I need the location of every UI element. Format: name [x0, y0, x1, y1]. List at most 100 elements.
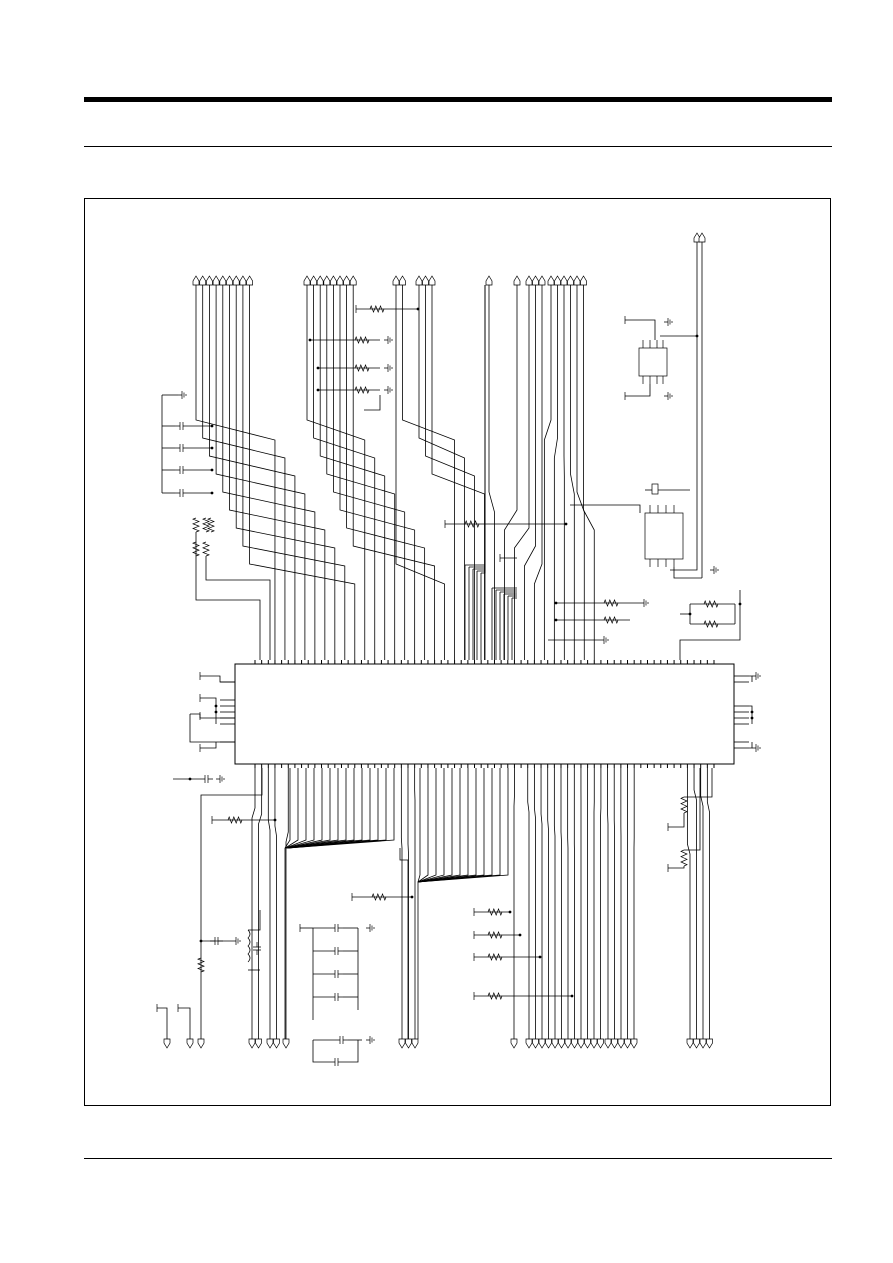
header-rule-thick — [84, 97, 832, 102]
wire — [258, 768, 263, 1039]
connector — [538, 1038, 546, 1049]
wire — [543, 285, 552, 660]
capacitor — [200, 775, 213, 783]
wire — [547, 768, 549, 1039]
junction-dot — [214, 710, 218, 714]
resistor — [603, 616, 619, 624]
resistor — [192, 517, 200, 533]
wire — [553, 768, 556, 1039]
wire — [417, 768, 429, 883]
wire — [686, 768, 691, 1039]
junction-dot — [688, 612, 692, 616]
connector — [255, 1038, 262, 1049]
connector — [597, 1038, 604, 1049]
connector — [303, 275, 311, 286]
wire — [242, 285, 346, 660]
wire — [417, 768, 469, 883]
wire — [286, 768, 323, 849]
wire — [287, 768, 363, 849]
capacitor — [330, 993, 343, 1001]
resistor — [192, 541, 200, 557]
wires — [157, 242, 753, 1063]
connector — [232, 275, 240, 286]
wire — [312, 1040, 330, 1063]
ground-symbol — [752, 744, 761, 752]
connector — [560, 275, 568, 286]
wire — [706, 768, 710, 1039]
capacitor — [253, 942, 261, 955]
connector — [698, 232, 706, 243]
wire — [313, 285, 376, 660]
connector — [219, 275, 227, 286]
wire — [749, 742, 753, 749]
junction-dot — [210, 468, 214, 472]
capacitor — [210, 937, 223, 945]
wire — [477, 285, 486, 572]
crystal — [651, 483, 659, 495]
wire — [285, 768, 307, 849]
connector — [525, 1038, 533, 1049]
resistor — [354, 364, 370, 372]
wire — [418, 285, 465, 660]
wire — [200, 697, 217, 724]
wire — [285, 768, 289, 1039]
wire — [533, 768, 536, 1039]
ground-symbol — [752, 672, 761, 680]
resistor — [369, 305, 385, 313]
wire — [749, 675, 753, 682]
wire — [749, 705, 753, 724]
footer-rule — [84, 1158, 832, 1159]
ground-symbol — [384, 336, 393, 344]
wire — [284, 768, 291, 849]
junction-dot — [210, 491, 214, 495]
wire — [417, 768, 509, 883]
wire — [576, 285, 585, 660]
resistor — [371, 893, 387, 901]
resistor — [680, 796, 688, 814]
wire — [285, 768, 299, 849]
capacitor — [175, 466, 188, 474]
resistor — [487, 908, 503, 916]
connector — [246, 275, 253, 286]
wire — [157, 1007, 168, 1039]
junction-dot — [316, 366, 320, 370]
wire — [402, 285, 455, 660]
wire — [684, 768, 701, 851]
connector — [617, 1038, 625, 1049]
ground-symbol — [664, 318, 673, 326]
connector — [590, 1038, 598, 1049]
wire — [190, 713, 235, 719]
wire — [417, 768, 445, 883]
connector — [405, 1038, 412, 1049]
connector — [580, 275, 587, 286]
wire — [527, 768, 530, 1039]
connector — [415, 275, 423, 286]
resistor — [703, 620, 719, 628]
junction-dot — [210, 424, 214, 428]
ground-symbol — [664, 392, 673, 400]
junction-dot — [199, 939, 203, 943]
connector — [349, 275, 357, 286]
ground-symbol — [384, 386, 393, 394]
wire — [343, 1040, 359, 1063]
wire — [625, 384, 651, 397]
wire — [400, 768, 403, 1039]
connector — [343, 275, 350, 286]
wire — [215, 285, 306, 660]
junction-dot — [188, 777, 192, 781]
wire — [673, 567, 702, 579]
connector — [399, 275, 406, 286]
connector — [428, 275, 436, 286]
junction-dot — [210, 446, 214, 450]
wire — [553, 285, 558, 660]
ground-symbol — [216, 775, 225, 783]
resistor — [354, 336, 370, 344]
resistor — [703, 600, 719, 608]
connector — [310, 275, 317, 286]
resistor — [227, 816, 243, 824]
connector — [398, 1038, 406, 1049]
wire — [670, 242, 698, 571]
capacitor — [330, 970, 343, 978]
capacitor — [175, 422, 188, 430]
wire — [583, 285, 595, 660]
